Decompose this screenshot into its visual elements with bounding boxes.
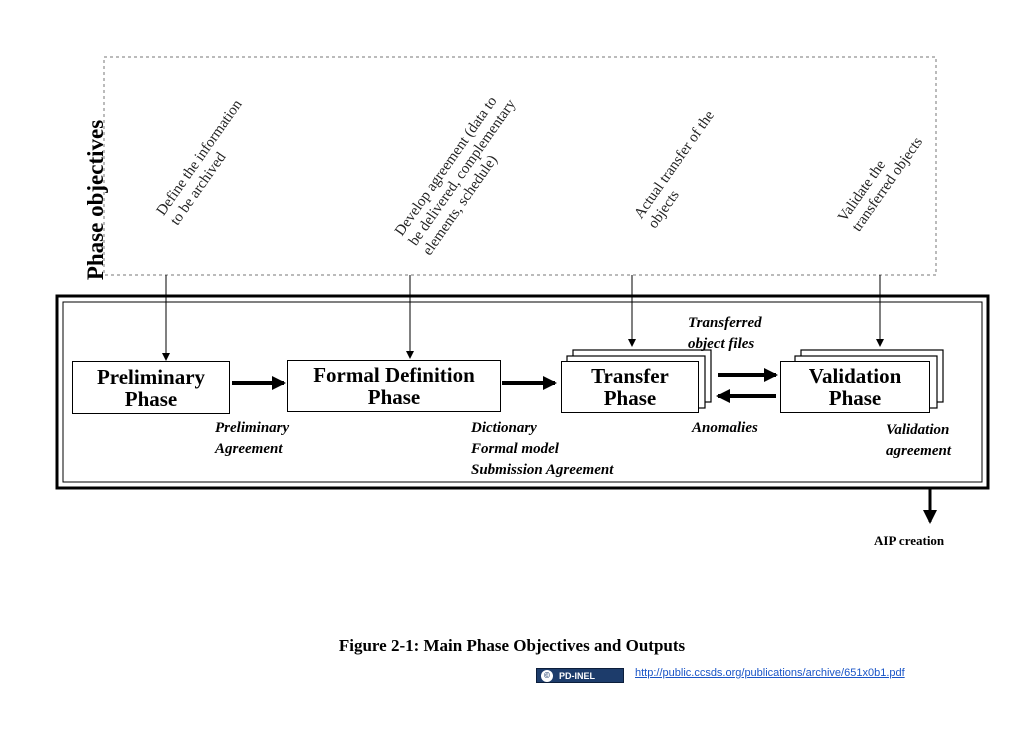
- anomalies-label: Anomalies: [692, 420, 758, 436]
- license-badge[interactable]: © PD-INEL: [536, 668, 624, 683]
- source-link[interactable]: http://public.ccsds.org/publications/arc…: [635, 667, 905, 679]
- cc-icon: ©: [541, 669, 553, 682]
- phase-container: [55, 294, 990, 490]
- figure-caption: Figure 2-1: Main Phase Objectives and Ou…: [338, 636, 686, 655]
- badge-label: PD-INEL: [559, 670, 595, 681]
- objectives-region: [103, 56, 937, 276]
- aip-creation-label: AIP creation: [874, 533, 945, 548]
